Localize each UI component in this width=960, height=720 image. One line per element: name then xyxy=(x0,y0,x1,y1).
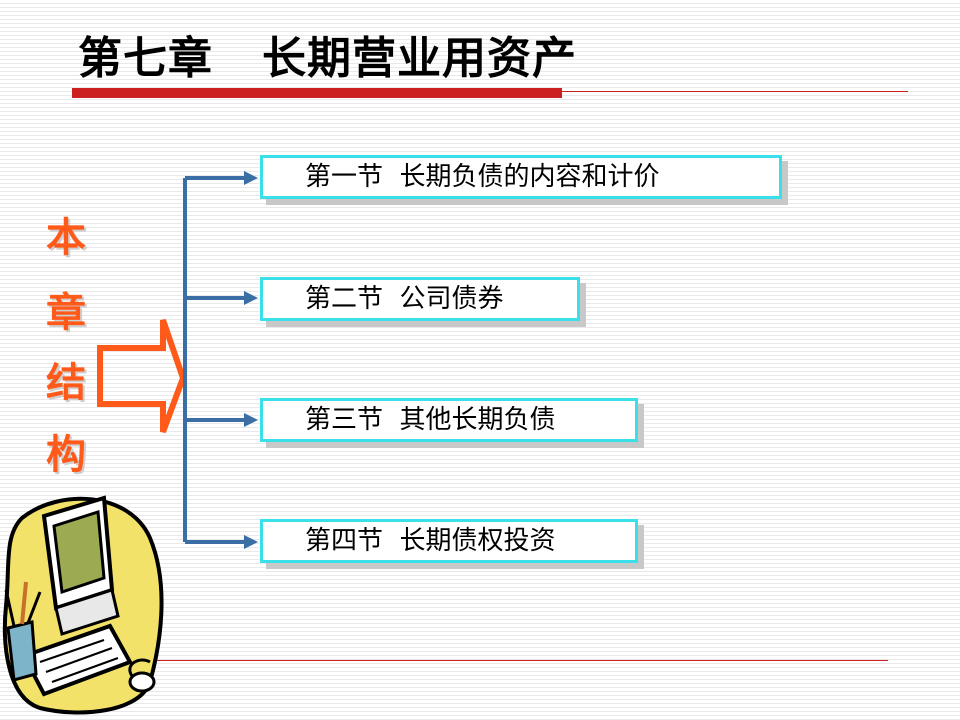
section-box-4[interactable]: 第四节 长期债权投资 xyxy=(260,519,638,563)
side-label-char-3: 结 xyxy=(46,360,86,406)
title-underline-bar xyxy=(72,88,562,98)
page-title: 第七章 长期营业用资产 xyxy=(78,33,577,84)
footer-rule xyxy=(155,660,888,661)
branch-arrow-1-icon xyxy=(244,171,258,185)
side-label-char-2: 章 xyxy=(46,290,86,336)
section-box-3[interactable]: 第三节 其他长期负债 xyxy=(260,398,638,442)
big-arrow-icon xyxy=(97,319,187,434)
title-underline-line xyxy=(560,91,908,92)
side-label-char-4: 构 xyxy=(46,432,86,478)
branch-arrow-3-icon xyxy=(244,413,258,427)
section-box-2[interactable]: 第二节 公司债券 xyxy=(260,277,580,321)
section-box-1[interactable]: 第一节 长期负债的内容和计价 xyxy=(260,155,782,199)
computer-clipart-icon xyxy=(2,495,164,715)
branch-arrow-2-icon xyxy=(244,291,258,305)
branch-arrow-4-icon xyxy=(244,535,258,549)
side-label-char-1: 本 xyxy=(46,215,86,261)
